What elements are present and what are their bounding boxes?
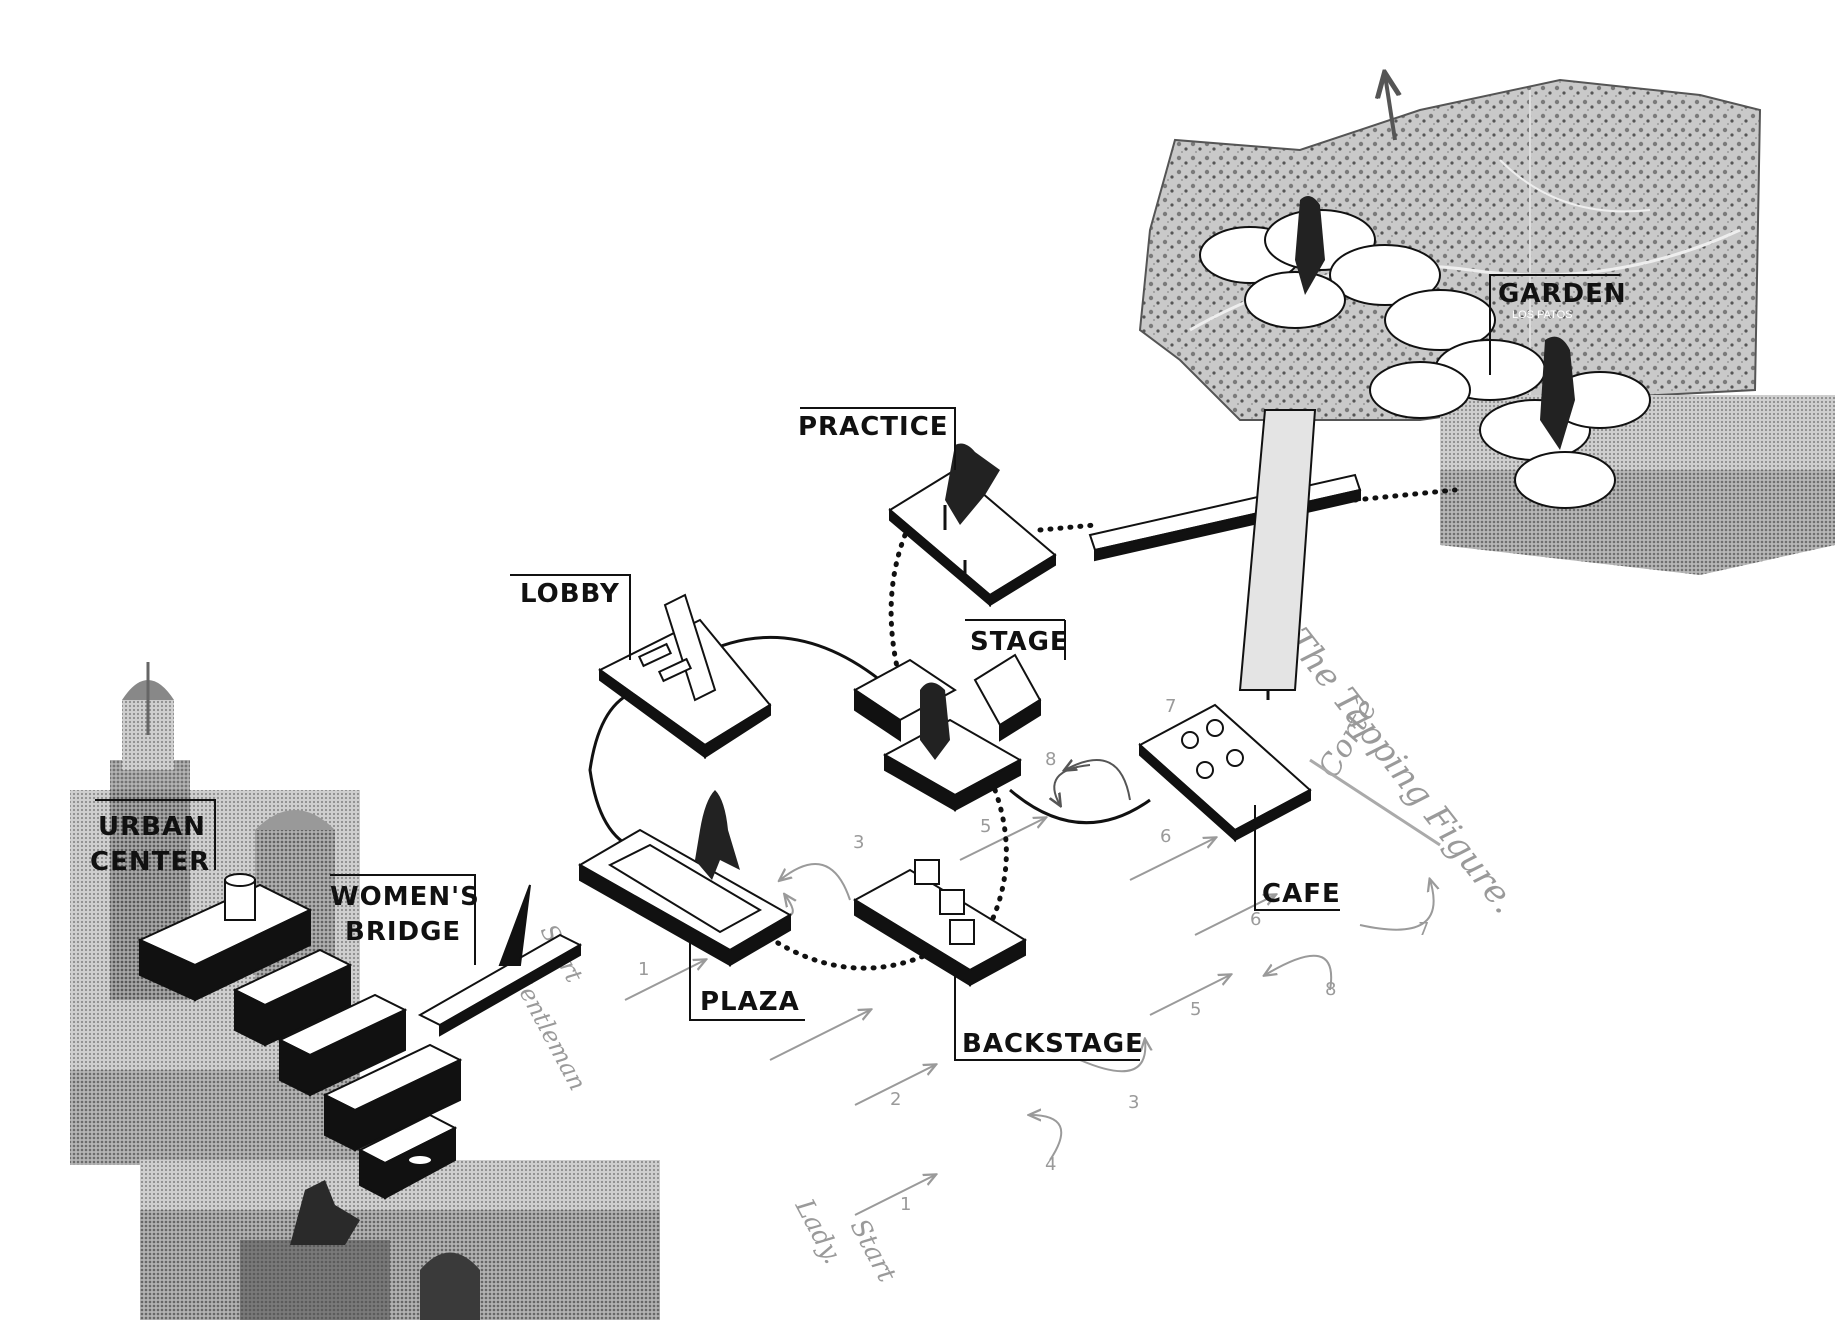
step-number: 6	[1250, 909, 1261, 930]
step-number: 4	[1045, 1154, 1056, 1175]
start-lady-start: Start	[844, 1214, 902, 1287]
urban-center-label-line2: CENTER	[90, 847, 210, 877]
dancer-figure	[920, 682, 950, 760]
step-arrow	[1194, 895, 1275, 936]
urban-center-building	[137, 873, 463, 1200]
step-number: 1	[900, 1194, 911, 1215]
step-number: 5	[1190, 999, 1201, 1020]
lobby-model	[598, 593, 772, 759]
stair-bridges	[1088, 409, 1362, 691]
label-urban-center: URBAN CENTER	[90, 799, 216, 877]
step-arrow	[1149, 975, 1230, 1016]
step-number: 7	[1165, 696, 1176, 717]
backstage-label: BACKSTAGE	[962, 1029, 1144, 1059]
plaza-model	[577, 828, 793, 967]
step-number: 7	[1418, 919, 1429, 940]
practice-label: PRACTICE	[798, 412, 949, 442]
dancer-figures	[695, 196, 1575, 880]
dotted-route	[987, 787, 1009, 928]
solid-route	[1009, 788, 1151, 825]
turn-arrow	[1065, 760, 1131, 801]
north-arrow	[1385, 75, 1395, 141]
dotted-route	[1352, 487, 1458, 503]
garden-label: GARDEN	[1498, 279, 1627, 309]
cafe-label: CAFE	[1262, 879, 1341, 909]
step-arrow	[769, 1010, 870, 1061]
stage-label: STAGE	[970, 627, 1069, 657]
start-lady-label: Lady.	[788, 1193, 847, 1269]
step-arrow	[1129, 838, 1215, 881]
turn-arrow	[780, 863, 851, 901]
step-number: 5	[980, 816, 991, 837]
practice-model	[888, 468, 1057, 608]
garden-sublabel: LOS PATOS	[1512, 309, 1573, 321]
label-womens-bridge: WOMEN'S BRIDGE	[330, 874, 480, 965]
dancer-figure	[695, 790, 740, 880]
step-arrow	[854, 1175, 935, 1216]
urban-center-label-line1: URBAN	[98, 812, 206, 842]
stage-model	[853, 653, 1042, 812]
womens-bridge-label-line2: BRIDGE	[345, 917, 461, 947]
tapping-figure-title: The Tapping Figure.	[1278, 621, 1525, 921]
dancer-figure	[1540, 336, 1575, 450]
palace-photo	[140, 1160, 660, 1320]
womens-bridge-model	[417, 884, 583, 1037]
step-number: 3	[853, 832, 864, 853]
step-number: 8	[1045, 749, 1056, 770]
garden-cloud-platforms	[1199, 209, 1651, 509]
step-number: 8	[1325, 979, 1336, 1000]
step-number: 3	[1128, 1092, 1139, 1113]
cafe-model	[1138, 703, 1312, 843]
womens-bridge-label-line1: WOMEN'S	[330, 882, 480, 912]
lobby-label: LOBBY	[520, 579, 620, 609]
turn-arrow	[1054, 764, 1091, 805]
dotted-route	[1037, 522, 1098, 533]
dancer-figure	[945, 443, 1000, 525]
dancer-figure	[1295, 196, 1325, 295]
label-stage: STAGE	[965, 619, 1069, 660]
step-number: 2	[890, 1089, 901, 1110]
plaza-label: PLAZA	[700, 987, 800, 1017]
step-number: 1	[638, 959, 649, 980]
label-backstage: BACKSTAGE	[954, 960, 1144, 1061]
backstage-model	[852, 859, 1028, 987]
turn-arrow	[1079, 1040, 1145, 1073]
turn-arrow	[1265, 954, 1333, 991]
label-lobby: LOBBY	[510, 574, 631, 660]
step-number: 6	[1160, 826, 1171, 847]
dotted-route	[888, 532, 908, 683]
turn-arrow	[1359, 880, 1434, 931]
label-garden: GARDEN LOS PATOS	[1489, 274, 1627, 375]
step-arrow	[624, 960, 705, 1001]
label-cafe: CAFE	[1254, 805, 1341, 911]
label-practice: PRACTICE	[798, 407, 956, 470]
solid-route	[588, 688, 641, 852]
garden-aerial-map	[1138, 78, 1762, 421]
turn-arrow	[1030, 1115, 1063, 1161]
corte-line	[1309, 758, 1441, 847]
step-arrow	[854, 1065, 935, 1106]
step-arrow	[959, 818, 1045, 861]
label-plaza: PLAZA	[689, 930, 805, 1021]
